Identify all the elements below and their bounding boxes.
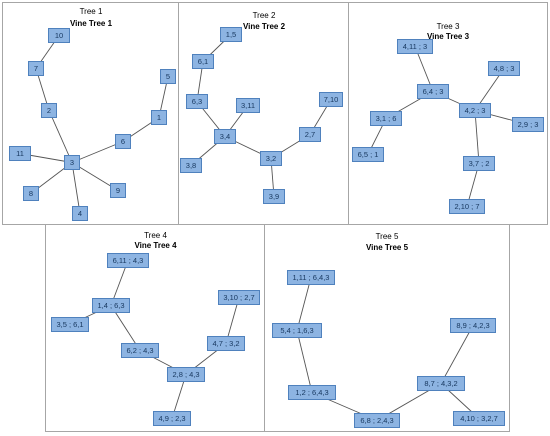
tree-4-node: 6,2 ; 4,3 <box>121 343 159 358</box>
tree-2-node: 1,5 <box>220 27 242 42</box>
tree-4-node: 4,7 ; 3,2 <box>207 336 245 351</box>
tree-3-node: 4,11 ; 3 <box>397 39 433 54</box>
tree-4-title: Tree 4 <box>144 231 167 240</box>
tree-2-node: 3,9 <box>263 189 285 204</box>
tree-3-node: 6,5 ; 1 <box>352 147 384 162</box>
tree-2-node: 3,8 <box>180 158 202 173</box>
tree-1-panel: Tree 1 Vine Tree 1 10 7 5 2 1 6 11 3 8 9… <box>2 2 180 225</box>
tree-1-node: 8 <box>23 186 39 201</box>
tree-3-title: Tree 3 <box>436 22 460 31</box>
tree-1-node: 6 <box>115 134 131 149</box>
tree-4-node: 3,5 ; 6,1 <box>51 317 89 332</box>
tree-5-node: 8,9 ; 4,2,3 <box>450 318 496 333</box>
tree-2-node: 3,11 <box>236 98 260 113</box>
tree-3-node: 6,4 ; 3 <box>417 84 449 99</box>
tree-3-node: 4,8 ; 3 <box>488 61 520 76</box>
tree-5-subtitle: Vine Tree 5 <box>365 243 409 252</box>
tree-4-node: 6,11 ; 4,3 <box>107 253 149 268</box>
tree-4-subtitle: Vine Tree 4 <box>134 241 177 250</box>
tree-3-node: 2,9 ; 3 <box>512 117 544 132</box>
tree-2-node: 3,4 <box>214 129 236 144</box>
tree-5-node: 8,7 ; 4,3,2 <box>417 376 465 391</box>
tree-2-subtitle: Vine Tree 2 <box>242 22 286 31</box>
tree-1-node: 3 <box>64 155 80 170</box>
tree-4-node: 1,4 ; 6,3 <box>92 298 130 313</box>
tree-1-node: 2 <box>41 103 57 118</box>
tree-edge <box>48 110 73 163</box>
tree-2-title: Tree 2 <box>252 11 276 20</box>
tree-2-node: 6,1 <box>192 54 214 69</box>
tree-4-node: 2,8 ; 4,3 <box>167 367 205 382</box>
tree-1-node: 1 <box>151 110 167 125</box>
tree-edge <box>474 110 480 164</box>
tree-3-node: 3,7 ; 2 <box>463 156 495 171</box>
tree-3-node: 3,1 ; 6 <box>370 111 402 126</box>
tree-2-node: 2,7 <box>299 127 321 142</box>
tree-5-node: 4,10 ; 3,2,7 <box>453 411 505 426</box>
tree-edge <box>225 297 240 344</box>
tree-4-panel: Tree 4 Vine Tree 4 6,11 ; 4,3 1,4 ; 6,3 … <box>45 224 266 432</box>
tree-3-panel: Tree 3 Vine Tree 3 4,11 ; 3 4,8 ; 3 6,4 … <box>348 2 548 225</box>
tree-2-node: 6,3 <box>186 94 208 109</box>
tree-edge <box>296 277 312 331</box>
tree-edge <box>296 330 313 393</box>
tree-2-node: 7,10 <box>319 92 343 107</box>
tree-5-node: 1,2 ; 6,4,3 <box>288 385 336 400</box>
tree-1-node: 4 <box>72 206 88 221</box>
tree-5-node: 1,11 ; 6,4,3 <box>287 270 335 285</box>
tree-5-panel: Tree 5 Vine Tree 5 1,11 ; 6,4,3 5,4 ; 1,… <box>264 224 510 432</box>
tree-1-subtitle: Vine Tree 1 <box>69 19 113 28</box>
tree-4-node: 3,10 ; 2,7 <box>218 290 260 305</box>
tree-3-node: 2,10 ; 7 <box>449 199 485 214</box>
tree-5-title: Tree 5 <box>375 232 399 241</box>
tree-1-node: 10 <box>48 28 70 43</box>
tree-5-node: 5,4 ; 1,6,3 <box>272 323 322 338</box>
tree-4-node: 4,9 ; 2,3 <box>153 411 191 426</box>
tree-1-title: Tree 1 <box>79 7 103 16</box>
tree-1-node: 9 <box>110 183 126 198</box>
tree-3-subtitle: Vine Tree 3 <box>426 32 470 41</box>
tree-edge <box>71 162 81 214</box>
tree-1-node: 5 <box>160 69 176 84</box>
tree-1-node: 7 <box>28 61 44 76</box>
tree-1-node: 11 <box>9 146 31 161</box>
tree-2-node: 3,2 <box>260 151 282 166</box>
tree-2-panel: Tree 2 Vine Tree 2 1,5 6,1 6,3 3,11 7,10… <box>178 2 350 225</box>
tree-3-node: 4,2 ; 3 <box>459 103 491 118</box>
tree-edge <box>440 325 474 384</box>
tree-edge <box>71 141 124 163</box>
tree-5-node: 6,8 ; 2,4,3 <box>354 413 400 428</box>
